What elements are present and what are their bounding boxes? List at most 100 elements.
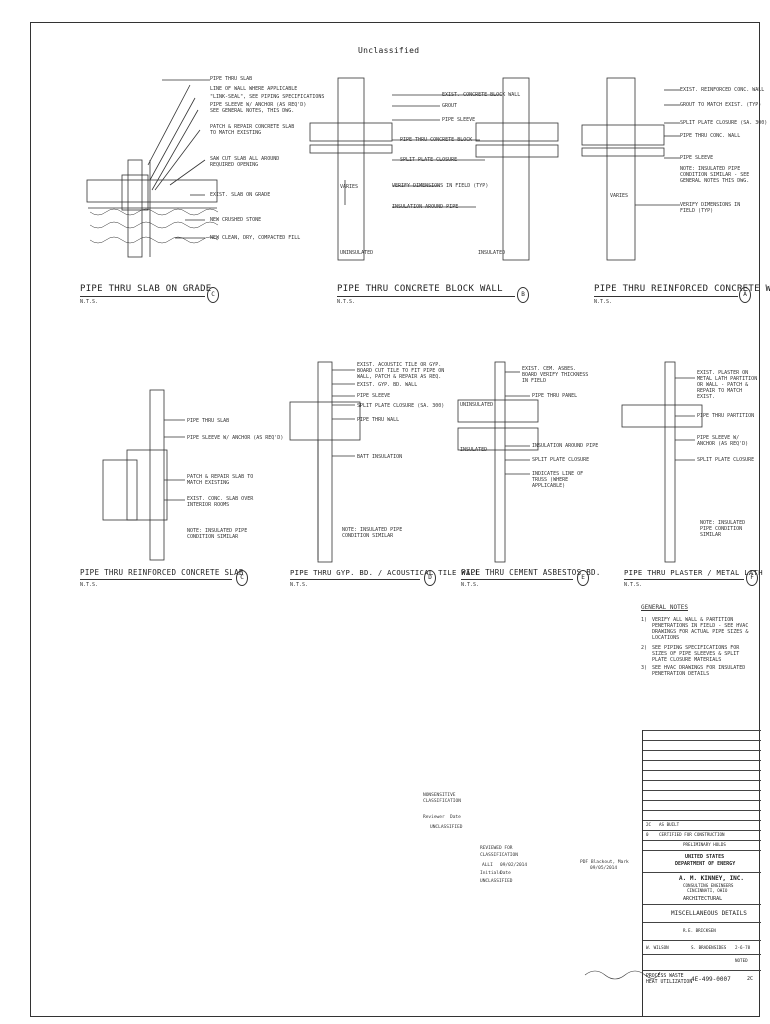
a1-note-7: VERIFY DIMENSIONS IN FIELD (TYP)	[680, 202, 741, 214]
stamp1-status: UNCLASSIFIED	[430, 825, 463, 830]
f1-scale: N.T.S.	[624, 582, 643, 588]
b1-label-uninsulated: UNINSULATED	[340, 250, 374, 256]
d1-title: PIPE THRU GYP. BD. / ACOUSTICAL TILE WAL…	[290, 568, 480, 577]
c2-note-5: NOTE: INSULATED PIPE CONDITION SIMILAR	[187, 528, 248, 540]
drawing-scale: NOTED	[735, 958, 748, 963]
stamp2-date-value: 09/02/2014	[500, 863, 528, 868]
agency-line-1: UNITED STATES	[685, 854, 725, 860]
c1-note-3: "LINK-SEAL", SEE PIPING SPECIFICATIONS	[210, 94, 325, 100]
title-block: 2C AS BUILT 0 CERTIFIED FOR CONSTRUCTION…	[642, 730, 761, 1017]
stamp2-date-label: Date	[500, 871, 511, 876]
c1-note-7: EXIST. SLAB ON GRADE	[210, 192, 271, 198]
e1-title: PIPE THRU CEMENT ASBESTOS BD.	[461, 568, 601, 577]
f1-title: PIPE THRU PLASTER / METAL LATH	[624, 568, 763, 577]
f1-note-5: NOTE: INSULATED PIPE CONDITION SIMILAR	[700, 520, 746, 538]
b1-note-7: INSULATION AROUND PIPE	[392, 204, 459, 210]
a1-title-underline	[594, 296, 738, 297]
sleeve-c1	[121, 174, 149, 211]
b1-note-5: SPLIT PLATE CLOSURE	[400, 157, 458, 163]
slab-c1	[86, 179, 218, 203]
a1-scale: N.T.S.	[594, 299, 613, 305]
agency-line-2: DEPARTMENT OF ENERGY	[675, 861, 736, 867]
d1-note-2: EXIST. GYP. BD. WALL	[357, 382, 418, 388]
general-note-2-num: 2)	[641, 645, 648, 651]
c1-note-4: PIPE SLEEVE W/ ANCHOR (AS REQ'D) SEE GEN…	[210, 102, 307, 114]
c2-note-4: EXIST. CONC. SLAB OVER INTERIOR ROOMS	[187, 496, 254, 508]
f1-note-3: PIPE SLEEVE W/ ANCHOR (AS REQ'D)	[697, 435, 749, 447]
pipe-c1	[127, 159, 143, 258]
general-note-3-text: SEE HVAC DRAWINGS FOR INSULATED PENETRAT…	[652, 665, 746, 677]
f1-title-underline	[624, 579, 744, 580]
c1-title-underline	[80, 296, 205, 297]
stamp1-date: Date	[450, 815, 461, 820]
d1-title-underline	[290, 579, 420, 580]
d1-scale: N.T.S.	[290, 582, 309, 588]
drawing-sheet-border	[30, 22, 760, 1017]
e1-detail-mark: E	[577, 570, 589, 586]
general-note-2-text: SEE PIPING SPECIFICATIONS FOR SIZES OF P…	[652, 645, 740, 663]
e1-note-3: INSULATION AROUND PIPE	[532, 443, 599, 449]
e1-label-insulated: INSULATED	[460, 447, 488, 453]
c1-title: PIPE THRU SLAB ON GRADE	[80, 284, 212, 294]
a1-title: PIPE THRU REINFORCED CONCRETE WALL	[594, 284, 770, 294]
b1-note-6: VERIFY DIMENSIONS IN FIELD (TYP)	[392, 183, 489, 189]
c2-note-2: PIPE SLEEVE W/ ANCHOR (AS REQ'D)	[187, 435, 284, 441]
revision-1-desc: AS BUILT	[659, 822, 680, 827]
project-line-2: HEAT UTILIZATION	[646, 980, 693, 985]
c1-note-1: PIPE THRU SLAB	[210, 76, 253, 82]
c1-note-8: NEW CRUSHED STONE	[210, 217, 262, 223]
discipline: ARCHITECTURAL	[683, 896, 723, 902]
c2-title: PIPE THRU REINFORCED CONCRETE SLAB	[80, 568, 244, 577]
a1-note-1: EXIST. REINFORCED CONC. WALL	[680, 87, 765, 93]
e1-note-1: EXIST. CEM. ASBES. BOARD VERIFY THICKNES…	[522, 366, 589, 384]
stamp1-line2: CLASSIFICATION	[423, 799, 461, 804]
drawing-date: 2-6-78	[735, 945, 751, 950]
f1-note-2: PIPE THRU PARTITION	[697, 413, 755, 419]
c1-note-5: PATCH & REPAIR CONCRETE SLAB TO MATCH EX…	[210, 124, 295, 136]
general-notes-heading: GENERAL NOTES	[641, 604, 688, 611]
d1-note-6: BATT INSULATION	[357, 454, 403, 460]
firm-subtitle-1: CONSULTING ENGINEERS	[683, 883, 734, 888]
c2-note-1: PIPE THRU SLAB	[187, 418, 230, 424]
a1-detail-mark: A	[739, 287, 751, 303]
d1-note-3: PIPE SLEEVE	[357, 393, 391, 399]
a1-note-2: GROUT TO MATCH EXIST. (TYP)	[680, 102, 762, 108]
project-line-1: PROCESS WASTE	[646, 974, 684, 979]
f1-note-4: SPLIT PLATE CLOSURE	[697, 457, 755, 463]
stamp1-line1: NONSENSITIVE	[423, 793, 456, 798]
b1-label-insulated: INSULATED	[478, 250, 506, 256]
stamp3-line2: 09/05/2014	[590, 866, 618, 871]
d1-note-4: SPLIT PLATE CLOSURE (SA. 300)	[357, 403, 445, 409]
d1-detail-mark: D	[424, 570, 436, 586]
c2-detail-mark: C	[236, 570, 248, 586]
c1-note-2: LINE OF WALL WHERE APPLICABLE	[210, 86, 298, 92]
c1-note-6: SAW CUT SLAB ALL AROUND REQUIRED OPENING	[210, 156, 280, 168]
stamp2-initials-label: Initials	[480, 871, 502, 876]
general-note-1-num: 1)	[641, 617, 648, 623]
d1-note-7: NOTE: INSULATED PIPE CONDITION SIMILAR	[342, 527, 403, 539]
revision-0-number: 0	[646, 832, 649, 837]
c2-title-underline	[80, 579, 232, 580]
c2-scale: N.T.S.	[80, 582, 99, 588]
a1-note-6: NOTE: INSULATED PIPE CONDITION SIMILAR -…	[680, 166, 750, 184]
e1-label-uninsulated: UNINSULATED	[460, 402, 494, 408]
stamp2-line2: CLASSIFICATION	[480, 853, 518, 858]
stamp2-initials-value: ALLI	[482, 863, 493, 868]
b1-detail-mark: B	[517, 287, 529, 303]
stamp2-status: UNCLASSIFIED	[480, 879, 513, 884]
e1-scale: N.T.S.	[461, 582, 480, 588]
b1-title-underline	[337, 296, 515, 297]
f1-note-1: EXIST. PLASTER ON METAL LATH PARTITION O…	[697, 370, 758, 400]
e1-title-underline	[461, 579, 573, 580]
stamp1-reviewer: Reviewer	[423, 815, 445, 820]
c2-note-3: PATCH & REPAIR SLAB TO MATCH EXISTING	[187, 474, 254, 486]
b1-note-4: PIPE THRU CONCRETE BLOCK	[400, 137, 473, 143]
drawn-by: W. WILSON	[646, 945, 669, 950]
c1-detail-mark: C	[207, 287, 219, 303]
b1-title: PIPE THRU CONCRETE BLOCK WALL	[337, 284, 503, 294]
b1-note-2: GROUT	[442, 103, 458, 109]
d1-note-1: EXIST. ACOUSTIC TILE OR GYP. BOARD CUT T…	[357, 362, 445, 380]
firm-name: A. M. KINNEY, INC.	[679, 875, 745, 882]
revision-1-number: 2C	[646, 822, 652, 827]
